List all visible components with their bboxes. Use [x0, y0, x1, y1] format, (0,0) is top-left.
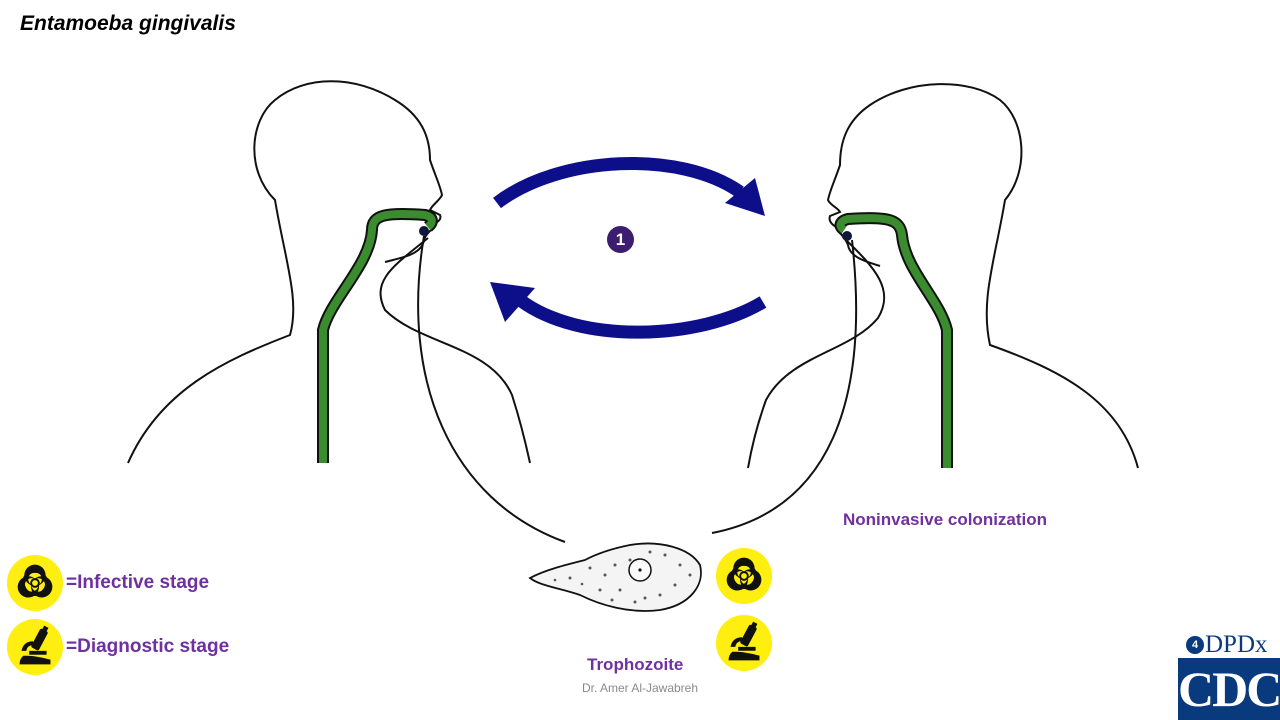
legend-microscope-icon [6, 618, 64, 676]
trophozoite-drawing [528, 542, 702, 612]
legend-infective: =Infective stage [64, 572, 209, 594]
microscope-icon [715, 614, 773, 672]
dpdx-logo-text: DPDx [1205, 631, 1268, 658]
left-leader-line [417, 235, 566, 543]
transmission-arrows [490, 157, 767, 339]
legend-diagnostic-label: =Diagnostic stage [66, 636, 230, 657]
credit-text: Dr. Amer Al-Jawabreh [581, 681, 699, 695]
right-neck-outline [747, 239, 886, 469]
cdc-logo: CDC [1178, 658, 1280, 720]
stage-number-badge: 1 [607, 226, 634, 253]
colonization-label: Noninvasive colonization [843, 510, 1048, 529]
biohazard-icon [716, 548, 772, 604]
right-leader-line [711, 239, 858, 534]
arrow-left-to-right [493, 157, 744, 209]
trophozoite-label: Trophozoite [587, 655, 684, 674]
left-mouth-site [419, 226, 429, 236]
dpdx-logo: 4 DPDx [1186, 631, 1268, 658]
left-neck-outline [379, 237, 531, 464]
arrow-left-to-right-head [725, 178, 765, 216]
right-mouth-site [842, 231, 852, 241]
right-head-outline [826, 83, 1139, 469]
dpdx-dot-icon: 4 [1186, 636, 1204, 654]
legend-biohazard-icon [7, 555, 63, 611]
arrow-right-to-left [516, 294, 767, 339]
left-head-outline [127, 80, 444, 464]
arrow-right-to-left-head [490, 282, 535, 322]
legend-infective-label: =Infective stage [66, 572, 210, 593]
diagram-title: Entamoeba gingivalis [20, 12, 236, 35]
legend-diagnostic: =Diagnostic stage [64, 636, 229, 658]
